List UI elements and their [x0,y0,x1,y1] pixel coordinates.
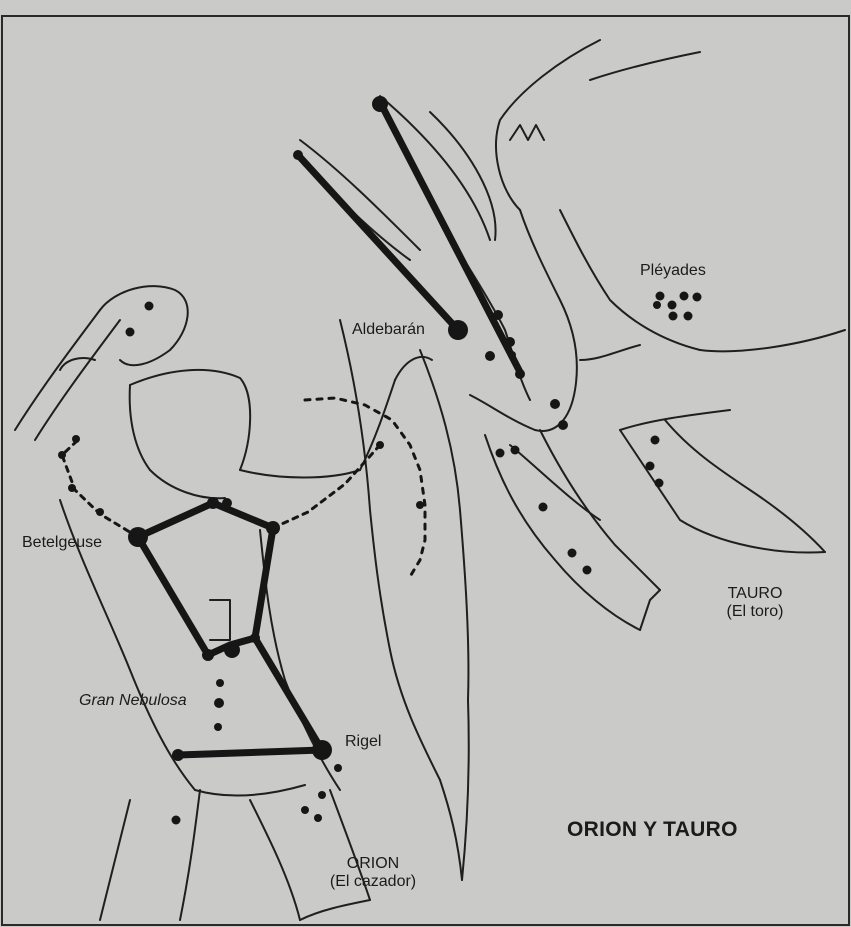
star [646,462,655,471]
star [172,816,181,825]
star [172,749,184,761]
label-orion: ORION (El cazador) [318,855,428,890]
star [508,351,516,359]
star [515,369,525,379]
star [207,497,219,509]
label-great-nebula: Gran Nebulosa [79,692,187,710]
orion-line [178,750,322,755]
star [250,633,260,643]
label-rigel: Rigel [345,733,381,751]
star [651,436,660,445]
orion-name: ORION [318,855,428,873]
star [493,310,503,320]
star [293,150,303,160]
star [318,791,326,799]
star [126,328,135,337]
star-pleiad [668,301,677,310]
chart-title: ORION Y TAURO [567,818,738,842]
star-pleiad [653,301,661,309]
star-pleiad [669,312,678,321]
star [655,479,664,488]
label-taurus: TAURO (El toro) [715,585,795,620]
star [550,399,560,409]
star [216,679,224,687]
star [496,449,505,458]
label-pleiades: Pléyades [640,262,706,280]
star [222,498,232,508]
star [266,521,280,535]
star [568,549,577,558]
label-aldebaran: Aldebarán [352,321,425,339]
star-pleiad [656,292,665,301]
star [68,484,76,492]
star [505,337,515,347]
star-pleiad [693,293,702,302]
star [376,441,384,449]
star [72,435,80,443]
star-nebula [214,698,224,708]
star [558,420,568,430]
star-aldebaran [448,320,468,340]
star [485,351,495,361]
taurus-name: TAURO [715,585,795,603]
star-betelgeuse [128,527,148,547]
star [301,806,309,814]
star-pleiad [684,312,693,321]
star [202,649,214,661]
star [224,642,240,658]
star [416,501,424,509]
star-rigel [312,740,332,760]
star [96,508,104,516]
star [511,446,520,455]
star [372,96,388,112]
star-pleiad [680,292,689,301]
star [334,764,342,772]
star [58,451,66,459]
star [583,566,592,575]
label-betelgeuse: Betelgeuse [22,534,102,552]
star [214,723,222,731]
star [314,814,322,822]
star [145,302,154,311]
taurus-common-name: (El toro) [715,603,795,621]
star [539,503,548,512]
orion-common-name: (El cazador) [318,873,428,891]
